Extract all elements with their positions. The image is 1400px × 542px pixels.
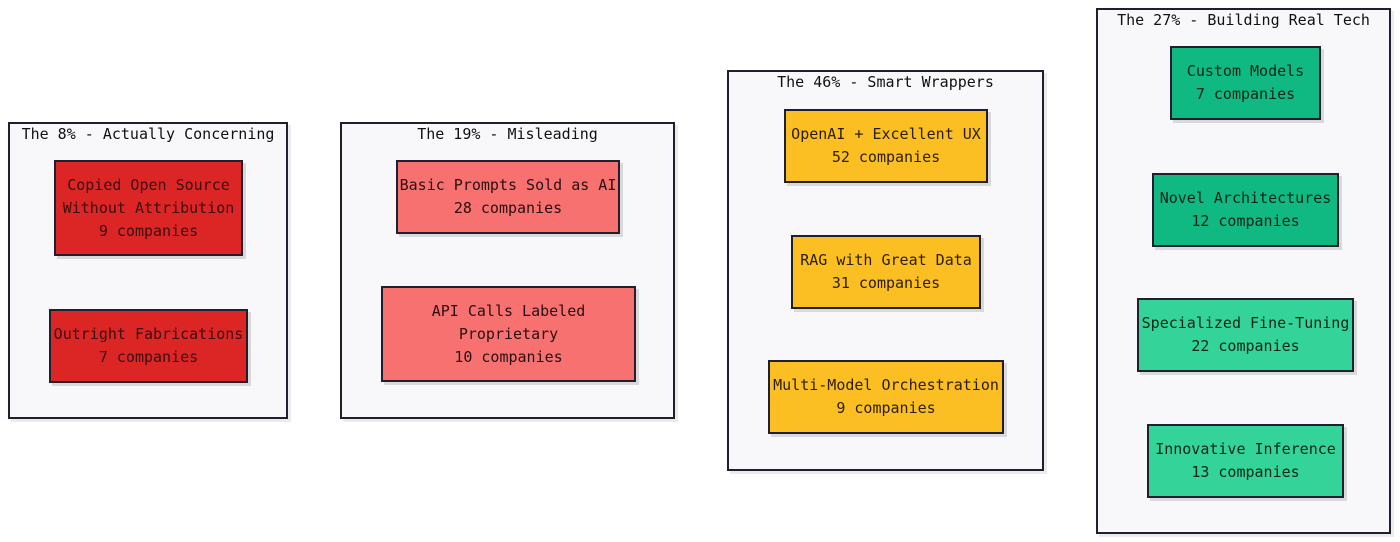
node-label: API Calls Labeled (431, 301, 586, 320)
group-misleading: The 19% - Misleading Basic Prompts Sold … (340, 122, 675, 419)
node-count: 9 companies (836, 399, 936, 417)
node-label: Copied Open Source (67, 175, 230, 194)
node-count: 13 companies (1191, 463, 1300, 481)
node-label: OpenAI + Excellent UX (791, 125, 981, 143)
node-custom-models[interactable]: Custom Models 7 companies (1170, 46, 1321, 120)
node-rag-great-data[interactable]: RAG with Great Data 31 companies (791, 235, 981, 309)
node-label: Novel Architectures (1159, 189, 1332, 207)
node-novel-architectures[interactable]: Novel Architectures 12 companies (1152, 173, 1339, 247)
node-copied-open-source[interactable]: Copied Open Source Without Attribution 9… (54, 160, 243, 256)
group-actually-concerning: The 8% - Actually Concerning Copied Open… (8, 122, 288, 419)
node-label: RAG with Great Data (800, 251, 972, 269)
node-openai-excellent-ux[interactable]: OpenAI + Excellent UX 52 companies (784, 109, 988, 183)
group-smart-wrappers: The 46% - Smart Wrappers OpenAI + Excell… (727, 70, 1044, 471)
group-title: The 8% - Actually Concerning (21, 125, 275, 143)
node-count: 12 companies (1191, 212, 1300, 230)
node-label: Innovative Inference (1155, 440, 1336, 458)
node-count: 9 companies (98, 221, 199, 240)
node-label: Multi-Model Orchestration (773, 376, 999, 394)
node-count: 28 companies (453, 199, 563, 217)
node-innovative-inference[interactable]: Innovative Inference 13 companies (1147, 424, 1344, 498)
node-count: 31 companies (831, 274, 941, 292)
node-label: Custom Models (1186, 62, 1305, 80)
node-label: Basic Prompts Sold as AI (399, 176, 617, 194)
node-count: 10 companies (454, 347, 563, 366)
node-label: Outright Fabrications (53, 325, 244, 343)
node-basic-prompts[interactable]: Basic Prompts Sold as AI 28 companies (396, 160, 620, 234)
node-label: Specialized Fine-Tuning (1141, 314, 1350, 332)
node-count: 22 companies (1191, 337, 1300, 355)
node-count: 7 companies (1195, 85, 1296, 103)
group-title: The 19% - Misleading (417, 125, 598, 143)
node-specialized-fine-tuning[interactable]: Specialized Fine-Tuning 22 companies (1137, 298, 1354, 372)
group-title: The 46% - Smart Wrappers (777, 73, 994, 91)
node-multi-model-orchestration[interactable]: Multi-Model Orchestration 9 companies (768, 360, 1004, 434)
group-building-real-tech: The 27% - Building Real Tech Custom Mode… (1096, 8, 1391, 534)
node-outright-fabrications[interactable]: Outright Fabrications 7 companies (49, 309, 248, 383)
node-label: Without Attribution (62, 198, 235, 217)
node-api-calls-labeled[interactable]: API Calls Labeled Proprietary 10 compani… (381, 286, 636, 382)
node-count: 7 companies (98, 348, 199, 366)
node-label: Proprietary (458, 324, 559, 343)
node-count: 52 companies (831, 148, 941, 166)
group-title: The 27% - Building Real Tech (1117, 11, 1370, 29)
